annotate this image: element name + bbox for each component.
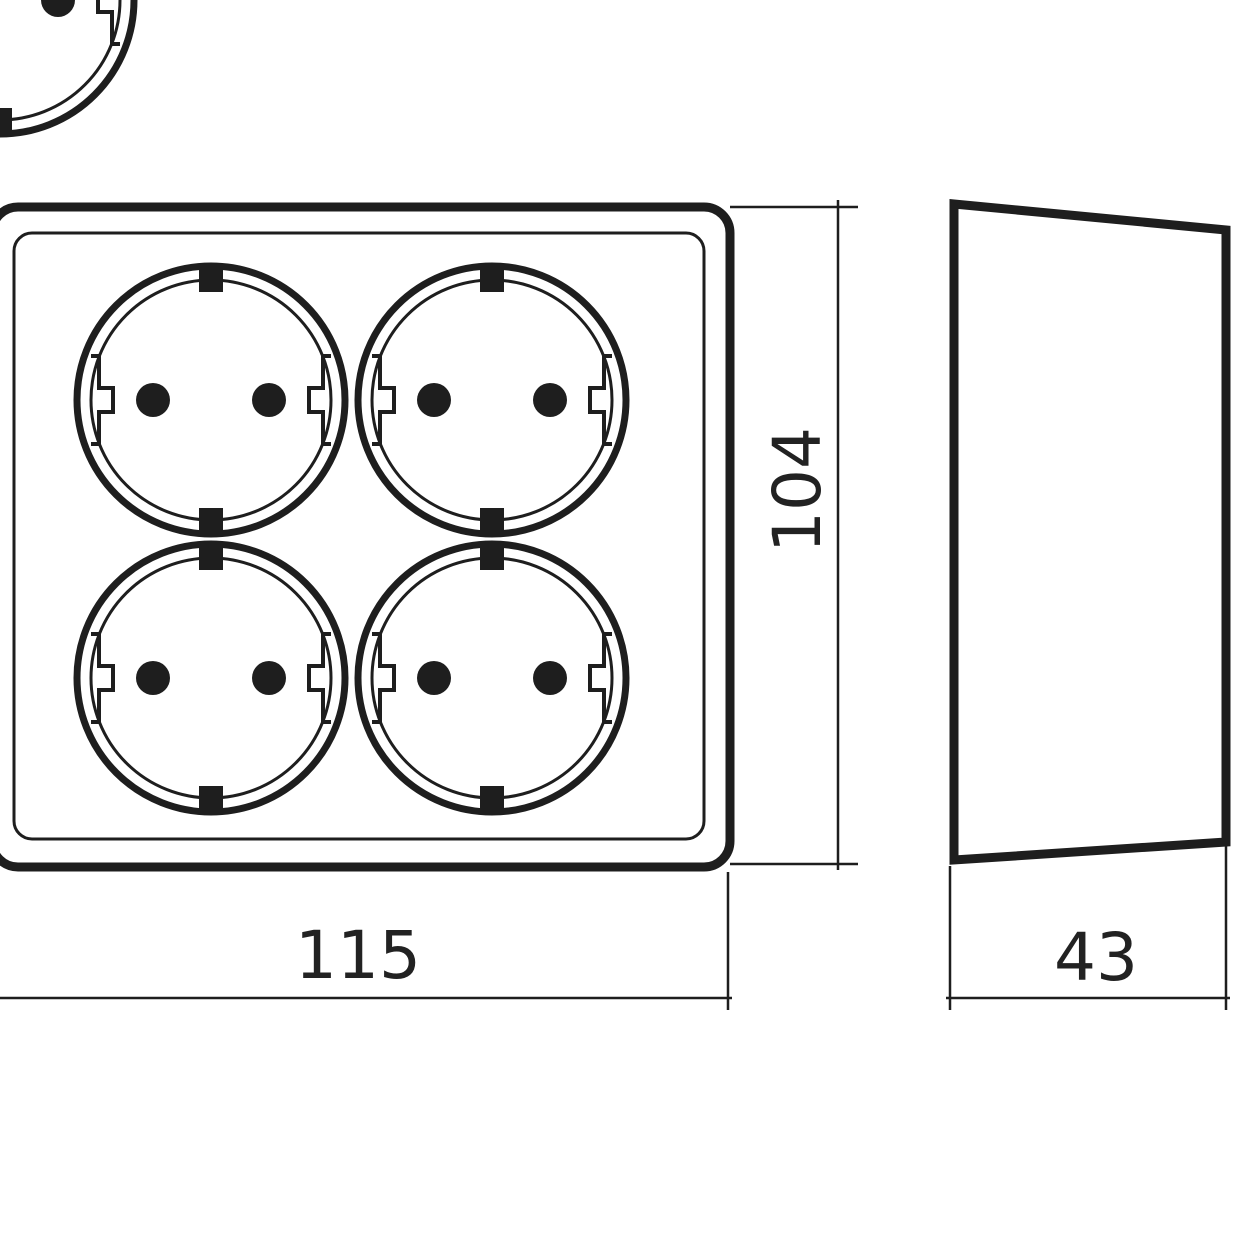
height-dimension-label: 104 (759, 427, 836, 553)
socket-bottom-left (77, 544, 345, 812)
earth-clip-bottom (0, 108, 12, 134)
depth-dimension-label: 43 (1054, 919, 1138, 996)
socket-outlet (0, 0, 138, 138)
pin-hole-right (41, 0, 75, 17)
front-view (0, 0, 735, 872)
side-notch-right (96, 0, 120, 46)
socket-recess (0, 0, 122, 122)
dimension-lines (0, 200, 1230, 1010)
width-dimension-label: 115 (295, 917, 421, 994)
socket-bottom-right (358, 544, 626, 812)
inner-frame (12, 231, 706, 841)
outer-frame (0, 202, 735, 872)
side-profile (949, 199, 1231, 865)
socket-top-right (358, 266, 626, 534)
side-view (949, 199, 1231, 865)
